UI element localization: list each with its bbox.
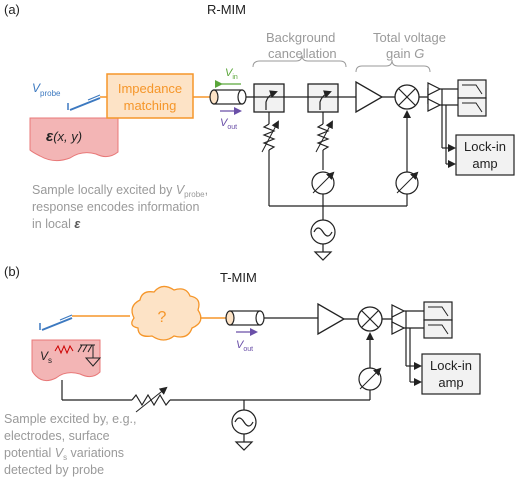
lockin-amp-box-a [455, 134, 515, 176]
mixer-a [394, 84, 420, 110]
desc-b-line1: Sample excited by, e.g., [4, 412, 136, 426]
sample-a [29, 117, 119, 162]
desc-a-line3: in local ε [32, 217, 81, 231]
vs-label: Vs [40, 349, 52, 365]
lockin-label-b-line2: amp [438, 375, 463, 390]
ground-pad-b [77, 344, 102, 367]
lockin-label-b-line1: Lock-in [430, 358, 472, 373]
cloud-question-mark: ? [158, 309, 167, 326]
mixer-b [357, 306, 383, 332]
panel-b: (b) T-MIM Vs ? V [4, 264, 481, 477]
desc-b-line2: electrodes, surface [4, 429, 110, 443]
sample-b [31, 339, 101, 382]
phase-shifter-b [358, 332, 382, 400]
phase-shifter-a1 [311, 171, 335, 206]
split-amp-b2 [391, 321, 406, 335]
split-amp-a1 [427, 82, 442, 96]
bg-cancel-brace [252, 54, 347, 68]
vout-label-a: Vout [220, 117, 237, 131]
lowpass-filter-a1 [457, 79, 487, 99]
ac-source-a [310, 219, 336, 261]
lockin-label-a-line1: Lock-in [464, 139, 506, 154]
lockin-amp-box-b [421, 353, 481, 395]
vin-label: Vin [225, 67, 238, 81]
lowpass-filter-b2 [423, 319, 453, 339]
coax-cable-a [209, 89, 247, 105]
panel-a-label: (a) [4, 2, 20, 17]
ac-source-b [231, 409, 257, 451]
probe-tip-b [39, 314, 73, 331]
bg-cancel-label-line1: Background [266, 30, 335, 45]
desc-a-line1: Sample locally excited by Vprobe, [32, 183, 208, 199]
attenuator-1 [261, 112, 279, 190]
impedance-matching-box [106, 73, 194, 119]
desc-a-line2: response encodes information [32, 200, 200, 214]
sample-resistor-b [54, 344, 74, 355]
gain-label-line2: gain G [386, 46, 424, 61]
impedance-label-line1: Impedance [118, 81, 182, 96]
lowpass-filter-b1 [423, 301, 453, 321]
bg-cancel-label-line2: cancellation [268, 46, 337, 61]
panel-b-title: T-MIM [220, 270, 257, 285]
vprobe-label: Vprobe [32, 81, 61, 98]
desc-b-line4: detected by probe [4, 463, 104, 477]
panel-b-label: (b) [4, 264, 20, 279]
split-amp-b1 [391, 304, 406, 318]
unknown-cloud [131, 285, 202, 341]
amplifier-a [355, 80, 384, 114]
probe-tip-a [67, 94, 101, 111]
desc-b-line3: potential Vs variations [4, 446, 124, 462]
vout-label-b: Vout [236, 339, 253, 353]
gain-brace [355, 59, 431, 73]
phase-shifter-a2 [395, 110, 419, 206]
epsilon-label: ε(x, y) [46, 128, 82, 145]
coax-cable-b [225, 310, 265, 326]
coupler-box-2 [307, 83, 339, 113]
coupler-box-1 [253, 83, 285, 113]
lockin-label-a-line2: amp [472, 156, 497, 171]
attenuator-b [131, 386, 171, 413]
lowpass-filter-a2 [457, 97, 487, 117]
panel-a: (a) R-MIM Vprobe ε(x, y) Impedance match… [4, 2, 515, 261]
amplifier-b [317, 302, 346, 336]
panel-a-title: R-MIM [207, 2, 246, 17]
split-amp-a2 [427, 98, 442, 112]
gain-label-line1: Total voltage [373, 30, 446, 45]
attenuator-2 [315, 112, 333, 170]
impedance-label-line2: matching [124, 98, 177, 113]
